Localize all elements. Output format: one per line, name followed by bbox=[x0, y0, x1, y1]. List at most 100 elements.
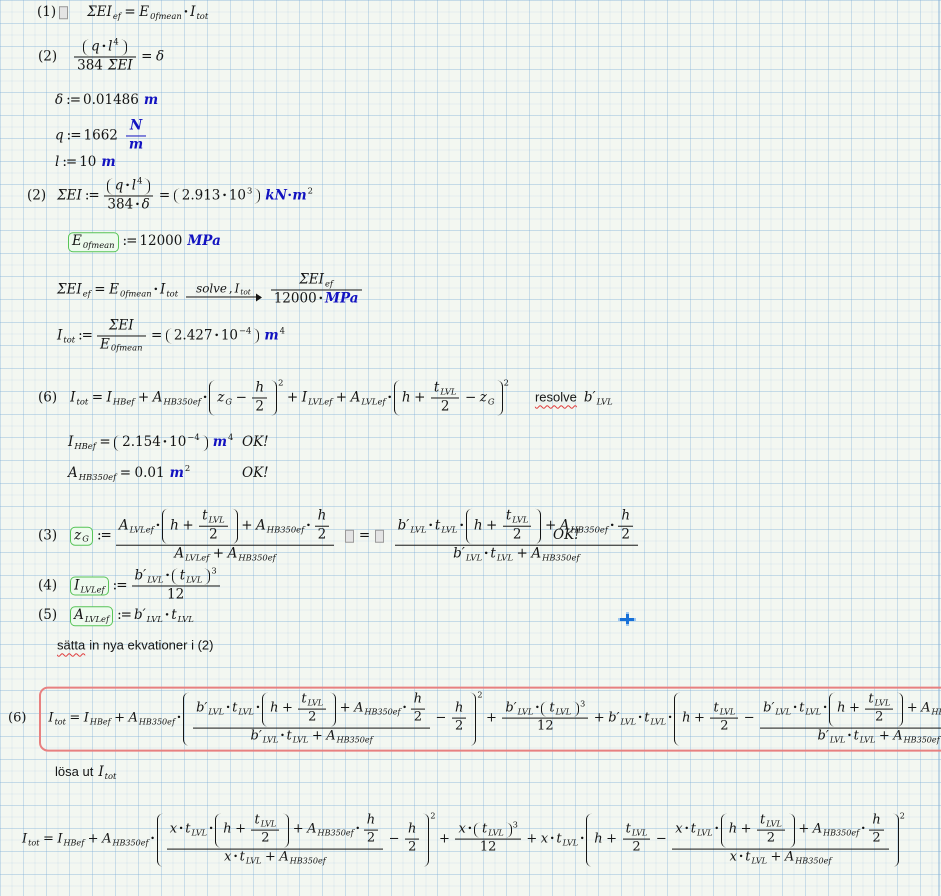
math-subscripted: b′LVL bbox=[584, 390, 613, 406]
math-number: 10 bbox=[220, 327, 239, 344]
paren-right-icon bbox=[423, 813, 430, 867]
math-subscript: HBef bbox=[74, 441, 96, 452]
math-variable: I bbox=[106, 389, 112, 406]
math-variable: t bbox=[549, 701, 555, 717]
math-variable: l bbox=[131, 177, 137, 194]
math-subscript: LVLef bbox=[129, 524, 154, 535]
ok-note-2[interactable]: OK! bbox=[242, 466, 269, 482]
math-exponent: 3 bbox=[512, 821, 518, 831]
math-subscript: LVL bbox=[829, 735, 846, 745]
paren-content: 2.427⋅10−4 bbox=[173, 326, 253, 344]
math-operator: + bbox=[798, 822, 810, 838]
math-variable: h bbox=[366, 812, 376, 828]
math-operator: = bbox=[99, 434, 111, 451]
math-variable: E bbox=[139, 4, 150, 21]
math-variable: t bbox=[868, 691, 874, 707]
math-subscript: tot bbox=[76, 396, 89, 407]
math-operator: := bbox=[66, 127, 82, 144]
math-subscript: LVL bbox=[146, 614, 163, 625]
paren-left-icon bbox=[465, 508, 472, 544]
math-exponent: 2 bbox=[477, 690, 483, 700]
math-subscript: LVL bbox=[766, 819, 782, 829]
math-operator: := bbox=[117, 607, 132, 624]
fraction-denominator: 2 bbox=[364, 831, 378, 848]
math-operator: = bbox=[119, 465, 131, 482]
fraction-denominator: 2 bbox=[298, 710, 326, 727]
paren-right-icon bbox=[254, 188, 261, 204]
math-number: 12 bbox=[537, 719, 554, 734]
fraction-denominator: 12 bbox=[455, 840, 520, 857]
math-operator: ⋅ bbox=[134, 196, 141, 212]
math-subscript: HB350ef bbox=[364, 707, 401, 717]
paren-left-icon bbox=[106, 178, 113, 194]
math-subscripted: b′LVL bbox=[135, 568, 164, 584]
math-variable: t bbox=[644, 710, 650, 726]
ok-note-3[interactable]: OK! bbox=[553, 528, 580, 544]
math-operator: ⋅ bbox=[822, 701, 828, 717]
paren-right-icon bbox=[506, 823, 512, 838]
math-variable: A bbox=[227, 545, 238, 562]
math-subscript: HB350ef bbox=[238, 552, 276, 563]
math-operator: + bbox=[114, 710, 125, 726]
math-operator: + bbox=[137, 389, 150, 406]
math-variable: δ bbox=[155, 48, 165, 65]
math-operator: ⋅ bbox=[101, 38, 107, 55]
math-number: 2 bbox=[875, 709, 884, 725]
math-variable: h bbox=[682, 710, 691, 726]
fraction-numerator: N bbox=[125, 118, 147, 136]
math-operator: + bbox=[526, 831, 538, 847]
math-operator: + bbox=[212, 545, 225, 562]
paren-right-icon bbox=[470, 692, 477, 746]
math-variable: t bbox=[505, 507, 512, 524]
math-subscript: LVL bbox=[562, 838, 579, 848]
math-operator: ⋅ bbox=[221, 187, 228, 204]
math-power: 10−4 bbox=[220, 326, 252, 344]
math-subscripted: b′LVL bbox=[763, 701, 791, 717]
ok-note-1[interactable]: OK! bbox=[242, 435, 269, 451]
